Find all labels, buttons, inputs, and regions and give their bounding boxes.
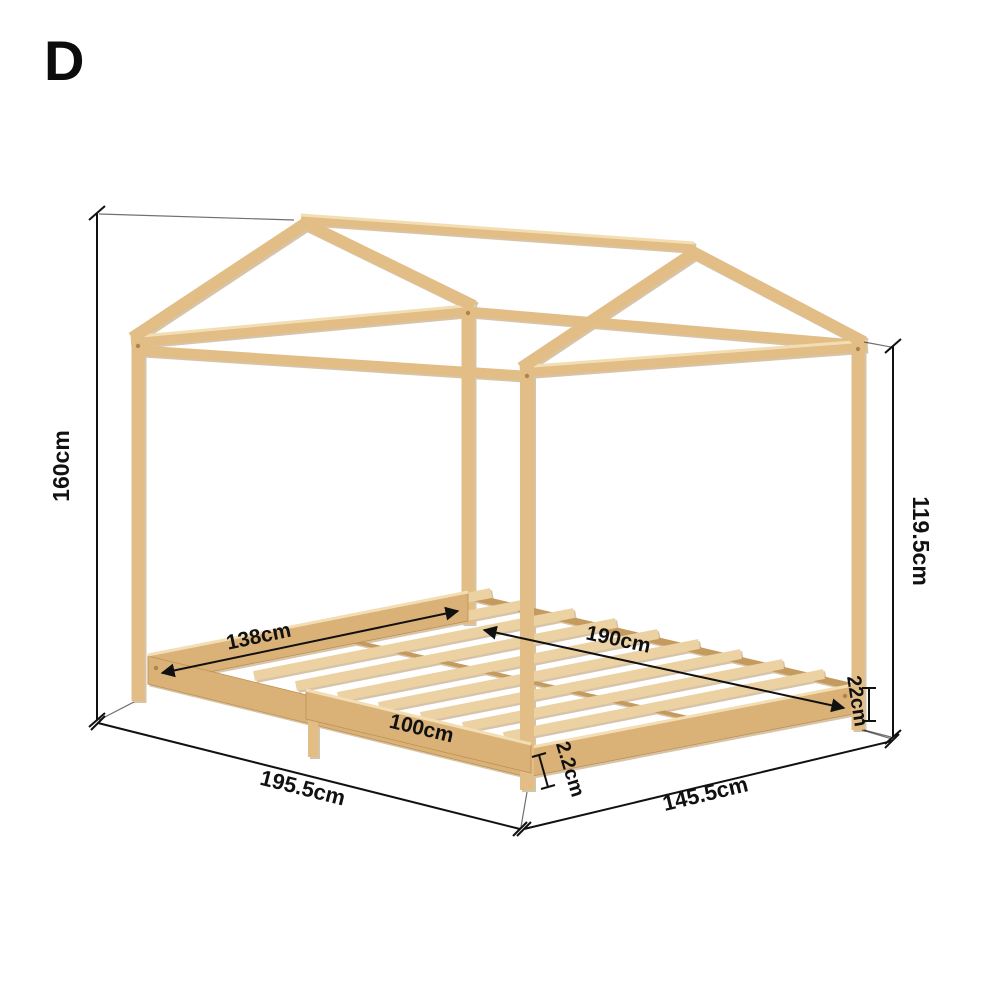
eave-rail-back	[461, 306, 861, 350]
head-rafter-right	[297, 215, 477, 312]
tick	[531, 752, 547, 758]
eave-rail-front	[133, 345, 531, 381]
dimension-line	[538, 754, 549, 788]
foot-tie-beam	[519, 340, 867, 378]
screw	[524, 373, 530, 379]
extension-line	[98, 213, 295, 221]
screw	[135, 343, 141, 349]
ridge-beam	[300, 214, 695, 252]
head-rafter-left	[128, 217, 310, 344]
dimension-rail-height: 22cm	[842, 674, 876, 728]
dimension-label-footprint-length: 195.5cm	[258, 765, 348, 810]
variant-letter: D	[44, 29, 84, 92]
head-tie-highlight	[130, 303, 476, 339]
dimension-label-post-height: 119.5cm	[908, 496, 934, 586]
ridge-highlight	[300, 213, 695, 245]
tick	[90, 715, 106, 731]
extension-line	[520, 791, 528, 828]
extension-line	[863, 341, 892, 348]
dimension-line	[523, 740, 893, 830]
dimension-post-height: 119.5cm	[863, 338, 934, 745]
dimension-line	[160, 606, 460, 678]
foot-rafter-left	[517, 247, 699, 373]
tick	[516, 821, 532, 837]
screw	[153, 665, 159, 671]
dimension-label-total-height: 160cm	[48, 430, 74, 502]
tick	[884, 733, 900, 749]
foot-rafter-right	[686, 244, 867, 348]
dimension-line	[97, 722, 521, 830]
tick	[540, 784, 556, 790]
tick	[512, 821, 528, 837]
foot-tie-highlight	[519, 339, 867, 369]
dimension-total-height: 160cm	[48, 205, 295, 728]
dimension-label-inner-length: 190cm	[584, 621, 653, 657]
tick	[884, 338, 902, 354]
extension-line	[863, 729, 892, 738]
screw	[855, 346, 861, 352]
dimension-label-footprint-width: 145.5cm	[660, 771, 750, 816]
screw	[465, 310, 471, 316]
dimension-line	[482, 625, 846, 713]
head-tie-beam	[130, 304, 476, 348]
tick	[88, 712, 106, 728]
tick	[88, 205, 106, 221]
guard-rail-highlight	[305, 688, 532, 746]
dimension-label-rail-height: 22cm	[842, 674, 872, 728]
extension-line	[861, 729, 893, 740]
bed-frame	[128, 213, 867, 790]
